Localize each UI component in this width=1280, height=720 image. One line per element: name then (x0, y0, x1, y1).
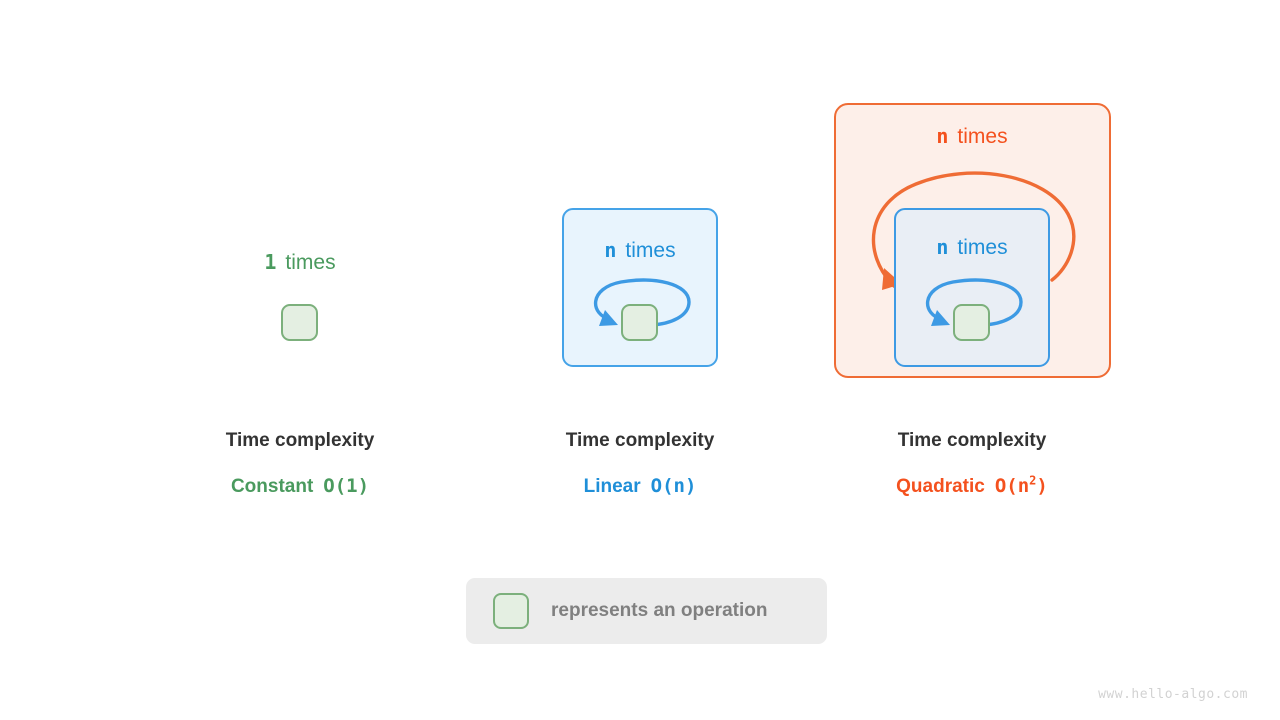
linear-value: Linear O(n) (490, 475, 790, 498)
linear-loop-count: n (604, 238, 617, 262)
quadratic-bigo-exponent: 2 (1029, 473, 1037, 488)
constant-value-bigo: O(1) (323, 475, 370, 497)
constant-value: Constant O(1) (150, 475, 450, 498)
linear-value-word: Linear (583, 476, 641, 497)
quadratic-value: Quadratic O(n2) (822, 475, 1122, 498)
operation-box-quadratic (953, 304, 990, 341)
linear-loop-times: times (625, 239, 676, 262)
constant-title: Time complexity (225, 430, 375, 451)
legend-label: represents an operation (551, 600, 768, 621)
loop-box-quadratic-inner (894, 208, 1050, 367)
constant-loop-caption: 1 times (224, 252, 376, 273)
caption-linear: Time complexity Linear O(n) (490, 430, 790, 498)
quadratic-inner-loop-times: times (957, 236, 1008, 259)
legend-operation-swatch (493, 593, 529, 629)
constant-loop-count: 1 (264, 250, 277, 274)
quadratic-bigo-suffix: ) (1036, 475, 1048, 497)
constant-loop-times: times (285, 251, 336, 274)
watermark: www.hello-algo.com (1098, 687, 1248, 702)
quadratic-title: Time complexity (897, 430, 1047, 451)
loop-box-linear (562, 208, 718, 367)
quadratic-inner-loop-count: n (936, 235, 949, 259)
linear-loop-caption: n times (564, 240, 716, 261)
caption-quadratic: Time complexity Quadratic O(n2) (822, 430, 1122, 498)
quadratic-inner-loop-caption: n times (896, 237, 1048, 258)
legend: represents an operation (466, 578, 827, 644)
caption-constant: Time complexity Constant O(1) (150, 430, 450, 498)
operation-box-constant (281, 304, 318, 341)
quadratic-value-word: Quadratic (896, 476, 985, 497)
quadratic-outer-loop-times: times (957, 125, 1008, 148)
quadratic-value-bigo: O(n2) (995, 475, 1048, 497)
operation-box-linear (621, 304, 658, 341)
quadratic-outer-loop-caption: n times (896, 126, 1048, 147)
linear-title: Time complexity (565, 430, 715, 451)
constant-value-word: Constant (230, 476, 314, 497)
linear-value-bigo: O(n) (650, 475, 697, 497)
quadratic-bigo-prefix: O(n (994, 475, 1030, 497)
quadratic-outer-loop-count: n (936, 124, 949, 148)
